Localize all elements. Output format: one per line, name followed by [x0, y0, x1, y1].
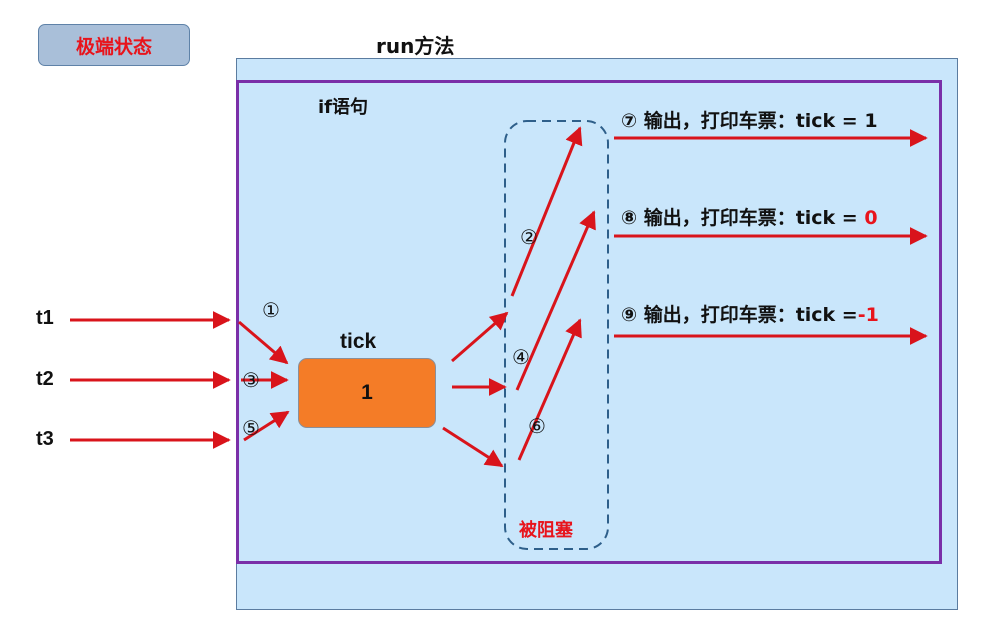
- blocked-label: 被阻塞: [519, 520, 573, 541]
- tick-value-box: 1: [298, 358, 436, 428]
- arrow-4: [515, 210, 596, 391]
- step-4-label: ④: [512, 345, 530, 369]
- arrow-to-6: [442, 426, 504, 468]
- arrow-2: [510, 126, 583, 297]
- output-9-value: -1: [857, 304, 879, 326]
- blocked-region: [504, 120, 609, 550]
- output-7-prefix: ⑦ 输出，打印车票：tick =: [621, 110, 865, 132]
- tick-label: tick: [340, 330, 377, 353]
- output-8-text: ⑧ 输出，打印车票：tick = 0: [621, 203, 878, 230]
- arrow-6: [517, 318, 582, 461]
- if-statement-box: [236, 80, 942, 564]
- step-2-label: ②: [520, 225, 538, 249]
- run-method-label: run方法: [376, 34, 455, 58]
- output-8-value: 0: [864, 207, 878, 229]
- arrow-5: [243, 410, 290, 442]
- step-5-label: ⑤: [242, 416, 260, 440]
- thread-t1-label: t1: [36, 307, 54, 329]
- run-method-box: [236, 58, 958, 610]
- arrow-to-2: [451, 311, 509, 363]
- output-7-text: ⑦ 输出，打印车票：tick = 1: [621, 106, 878, 133]
- output-9-text: ⑨ 输出，打印车票：tick =-1: [621, 300, 879, 327]
- thread-t3-label: t3: [36, 428, 54, 450]
- arrow-1: [238, 320, 289, 365]
- output-8-prefix: ⑧ 输出，打印车票：tick =: [621, 207, 865, 229]
- if-statement-label: if语句: [318, 97, 369, 118]
- thread-t2-label: t2: [36, 368, 54, 390]
- step-3-label: ③: [242, 368, 260, 392]
- step-6-label: ⑥: [528, 414, 546, 438]
- step-1-label: ①: [262, 298, 280, 322]
- output-9-prefix: ⑨ 输出，打印车票：tick =: [621, 304, 858, 326]
- extreme-state-badge: 极端状态: [38, 24, 190, 66]
- output-7-value: 1: [864, 110, 878, 132]
